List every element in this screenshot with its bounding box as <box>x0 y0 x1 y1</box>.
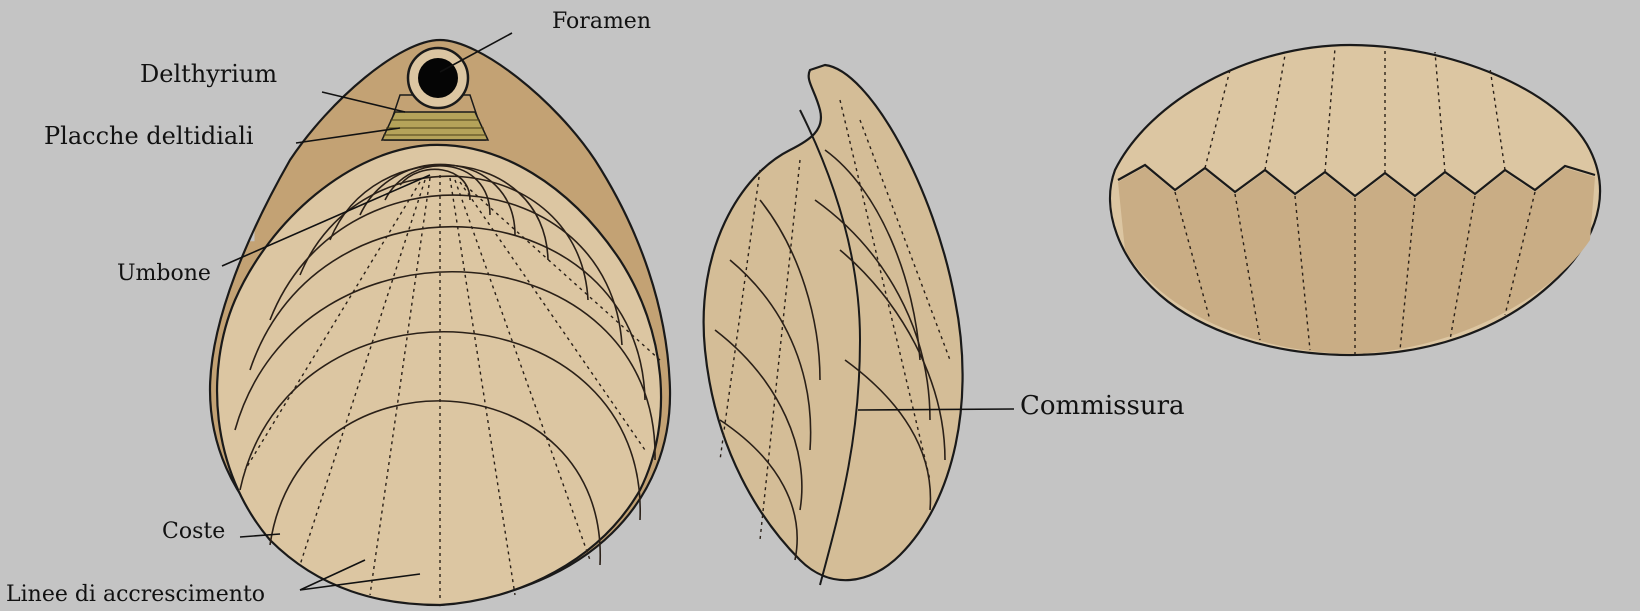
lateral-view-shell <box>704 65 963 585</box>
label-delthyrium: Delthyrium <box>140 60 277 88</box>
deltidial-plates <box>382 112 488 140</box>
label-linee: Linee di accrescimento <box>6 582 265 607</box>
label-commissura: Commissura <box>1020 391 1185 421</box>
label-coste: Coste <box>162 519 225 544</box>
leader-commissura <box>858 409 1014 410</box>
label-umbone: Umbone <box>117 261 211 286</box>
dorsal-view-shell <box>210 40 670 605</box>
label-placche: Placche deltidiali <box>44 122 254 150</box>
frontal-view-shell <box>1110 45 1600 355</box>
label-foramen: Foramen <box>552 9 651 34</box>
lateral-outline <box>704 65 963 580</box>
